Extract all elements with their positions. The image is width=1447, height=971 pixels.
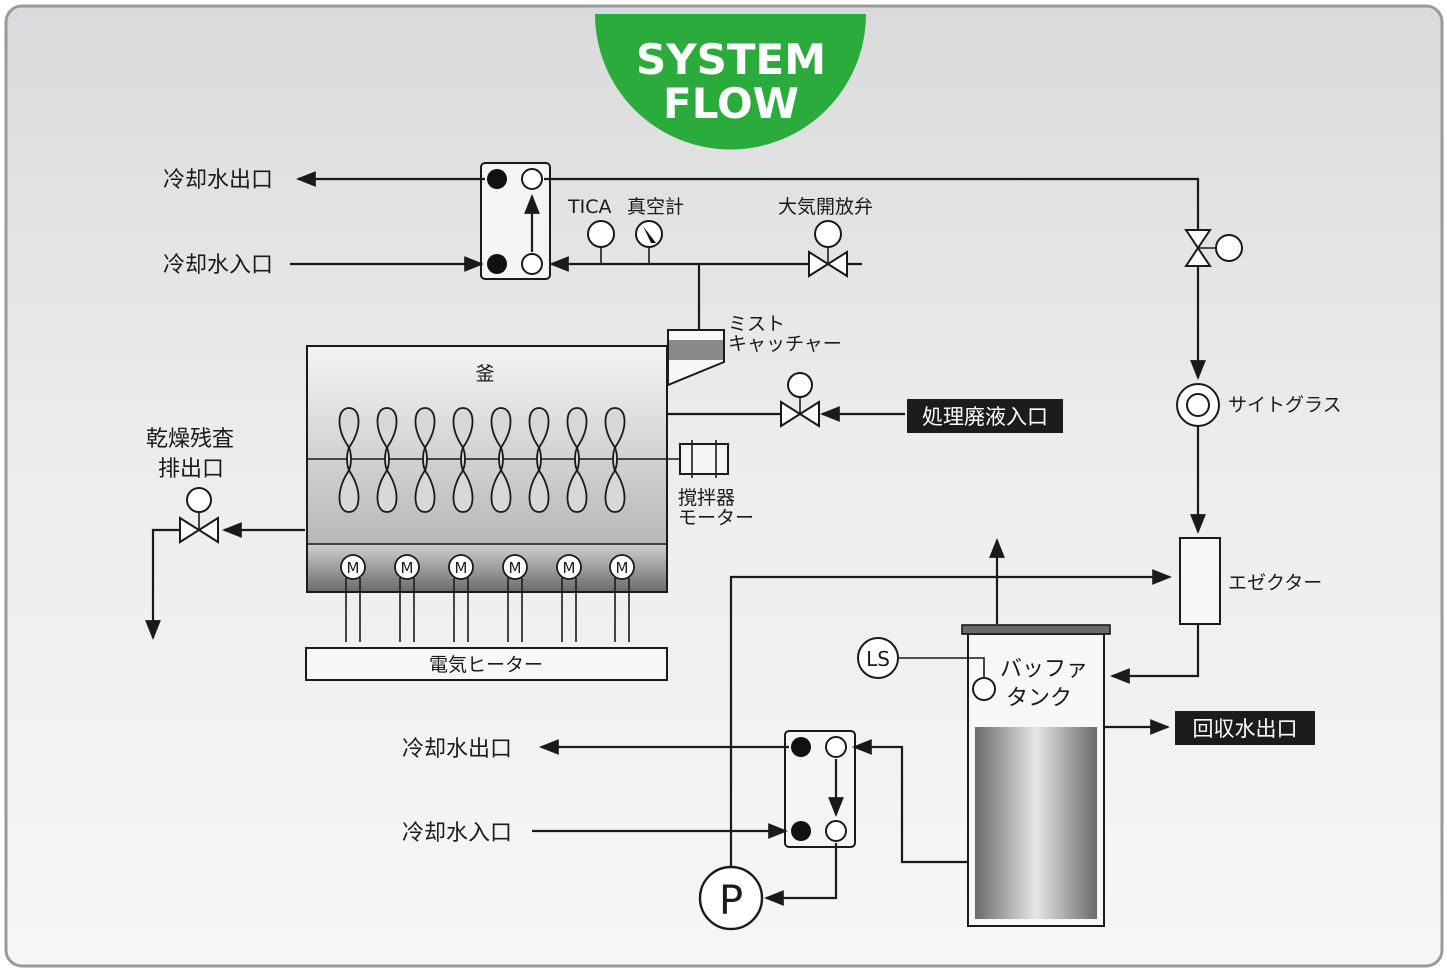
pump-icon [698,865,764,931]
heater-motor-5: M [556,554,582,642]
recovered-water-tag [1175,711,1315,745]
atm-valve-label: 大気開放弁 [778,196,873,218]
ejector-body [1179,537,1221,625]
buffer-tank-label-2: タンク [1006,686,1072,711]
agitator-blades [338,407,626,513]
heater-motor-3: M [448,554,474,642]
svg-text:M: M [455,559,468,577]
cooling-outlet-top-label: 冷却水出口 [163,168,273,193]
kettle-label: 釜 [475,363,494,385]
mist-catcher [667,329,725,387]
agitator-motor-label-2: モーター [678,507,754,529]
tica-instrument-icon [587,220,615,248]
cooling-outlet-bottom-label: 冷却水出口 [402,737,512,762]
dry-residue-label-1: 乾燥残査 [146,427,234,452]
agitator-motor-label-1: 撹拌器 [678,487,735,509]
system-flow-badge [595,14,866,150]
badge-line1: SYSTEM [636,35,826,84]
vapor-line-top [544,177,1200,230]
sight-glass-label: サイトグラス [1228,394,1342,416]
svg-text:M: M [401,559,414,577]
svg-text:M: M [347,559,360,577]
sight-glass-icon [1176,383,1220,427]
diagram-panel [4,4,1444,968]
recovered-water-label: 回収水出口 [1193,717,1298,741]
ejector-label: エゼクター [1228,572,1322,594]
tica-label: TICA [567,196,611,218]
heater-motor-2: M [394,554,420,642]
top-condenser [480,162,551,280]
waste-inlet-valve-icon [780,372,820,428]
waste-inlet-tag [907,399,1063,433]
waste-inlet-label: 処理廃液入口 [922,405,1048,429]
electric-heater-box [305,647,668,681]
mist-catcher-label-2: キャッチャー [728,333,842,355]
heater-motor-4: M [502,554,528,642]
pump-label: P [719,878,743,924]
heater-motor-6: M [609,554,635,642]
heater-elements: M M M M M M [340,554,635,642]
vacuum-gauge-label: 真空計 [627,196,684,218]
svg-text:M: M [616,559,629,577]
cooling-inlet-bottom-label: 冷却水入口 [402,821,512,846]
buffer-tank [961,624,1111,927]
badge-line2: FLOW [663,79,799,128]
kettle [306,345,727,593]
level-switch-label: LS [866,647,890,671]
electric-heater-label: 電気ヒーター [429,654,543,676]
mist-catcher-label-1: ミスト [728,313,785,335]
cooling-inlet-top-label: 冷却水入口 [163,253,273,278]
svg-text:M: M [509,559,522,577]
pump-discharge-pipe [729,569,1172,875]
float-icon [972,677,996,701]
svg-text:M: M [563,559,576,577]
heater-motor-1: M [340,554,366,642]
agitator-motor-icon [679,440,729,478]
dry-residue-valve-icon [179,487,219,544]
bottom-condenser [784,730,856,848]
dry-residue-label-2: 排出口 [158,457,224,482]
atm-release-valve-icon [808,220,848,278]
buffer-tank-label-1: バッファ [1000,657,1088,682]
